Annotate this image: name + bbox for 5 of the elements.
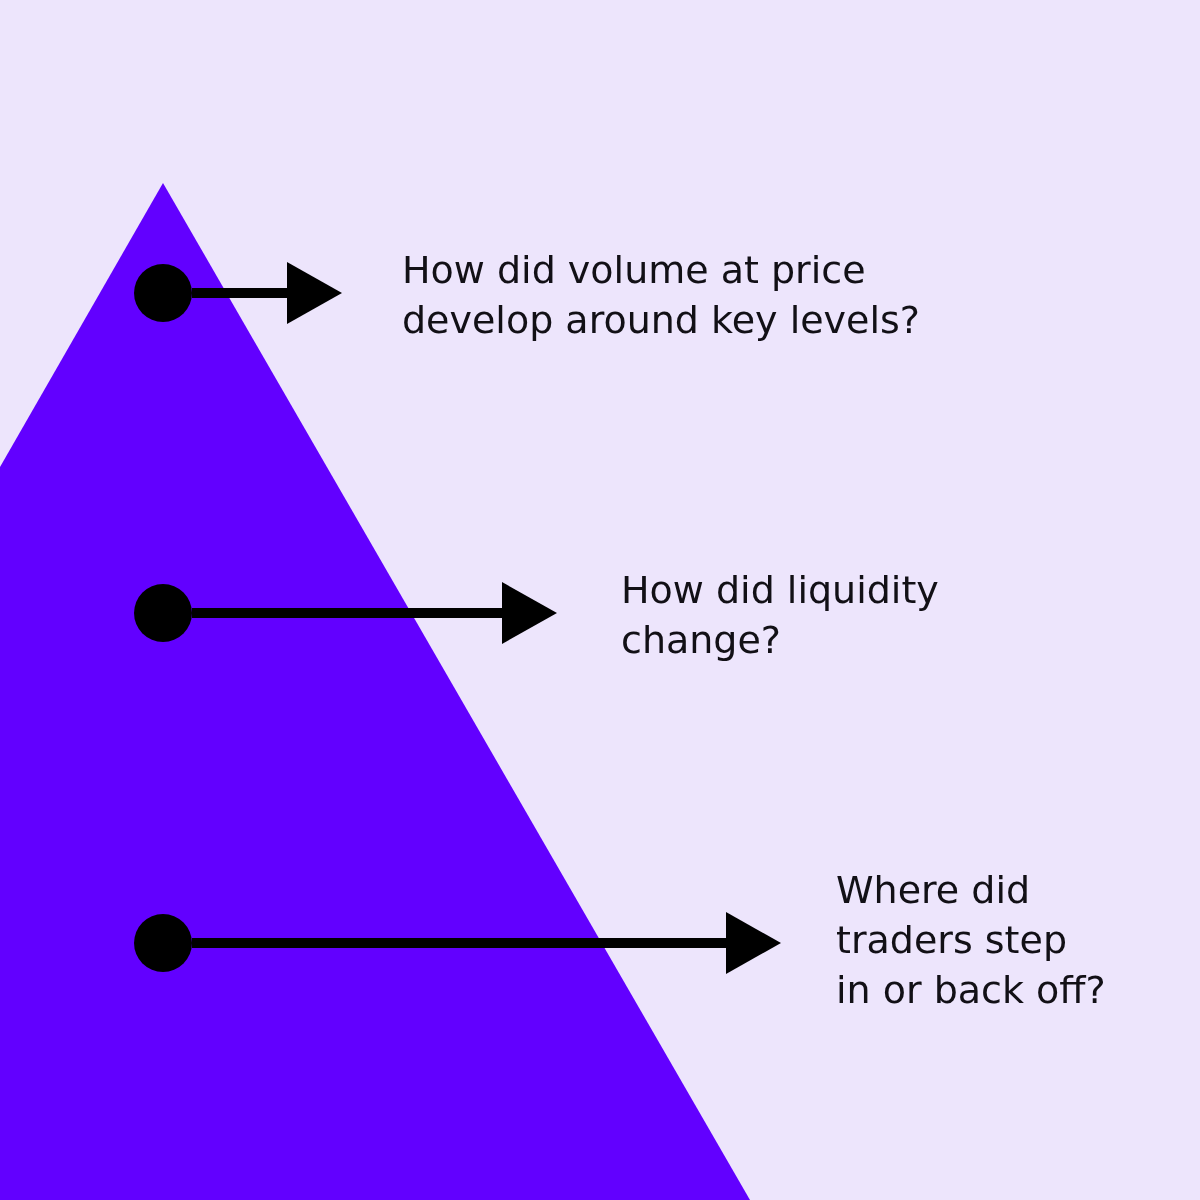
- question-text: How did volume at price develop around key levels?: [402, 245, 962, 345]
- arrow: [192, 912, 781, 974]
- question-text: How did liquidity change?: [621, 565, 1021, 665]
- question-text: Where did traders step in or back off?: [836, 865, 1110, 1015]
- arrow: [192, 582, 557, 644]
